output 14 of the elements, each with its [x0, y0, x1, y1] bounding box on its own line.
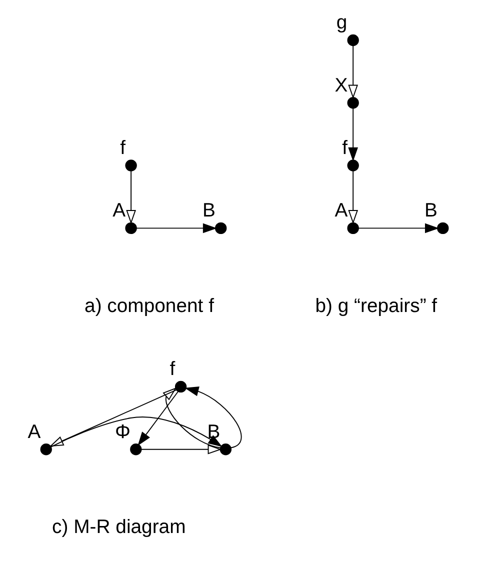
node-label: A: [112, 200, 126, 222]
node-label: A: [28, 420, 41, 443]
label: c) M-R diagram: [52, 516, 186, 538]
node-label: A: [334, 200, 348, 222]
node-label: Φ: [115, 420, 131, 443]
label: b) g “repairs” f: [315, 295, 438, 318]
node-label: B: [424, 200, 438, 222]
node-label: f: [342, 136, 348, 159]
node-label: f: [120, 136, 126, 159]
node-label: g: [336, 12, 348, 34]
node-label: X: [334, 74, 348, 96]
label: a) component f: [84, 295, 214, 318]
node-label: f: [170, 358, 176, 380]
node-label: B: [202, 200, 216, 222]
